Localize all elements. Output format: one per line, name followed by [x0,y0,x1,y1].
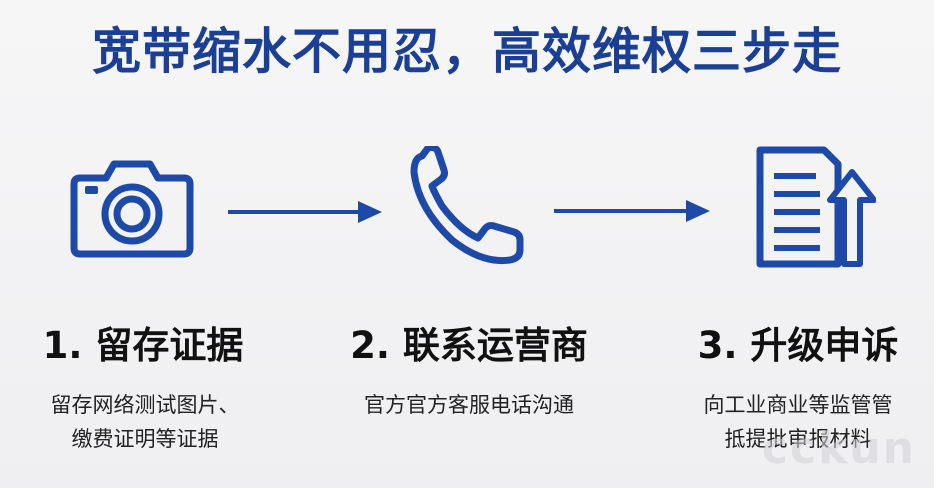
step-1-desc-line2: 缴费证明等证据 [71,427,219,451]
step-1-title: 1. 留存证据 [42,324,244,367]
arrow-right-icon [552,197,714,229]
step-3-desc-line1: 向工业商业等监管管 [703,393,893,417]
page-title: 宽带缩水不用忍，高效维权三步走 [91,23,842,80]
step-3-desc-line2: 抵提批审报材料 [724,427,872,451]
watermark-logo: cckun [761,423,916,474]
step-1-desc-line1: 留存网络测试图片、 [50,393,240,417]
step-2-desc-line1: 官方官方客服电话沟通 [364,393,574,417]
arrow-right-icon [226,198,386,230]
document-upload-icon [754,146,876,270]
step-2-title: 2. 联系运营商 [350,324,588,367]
phone-icon [408,146,526,268]
camera-icon [70,156,194,258]
step-3-title: 3. 升级申诉 [697,324,899,367]
